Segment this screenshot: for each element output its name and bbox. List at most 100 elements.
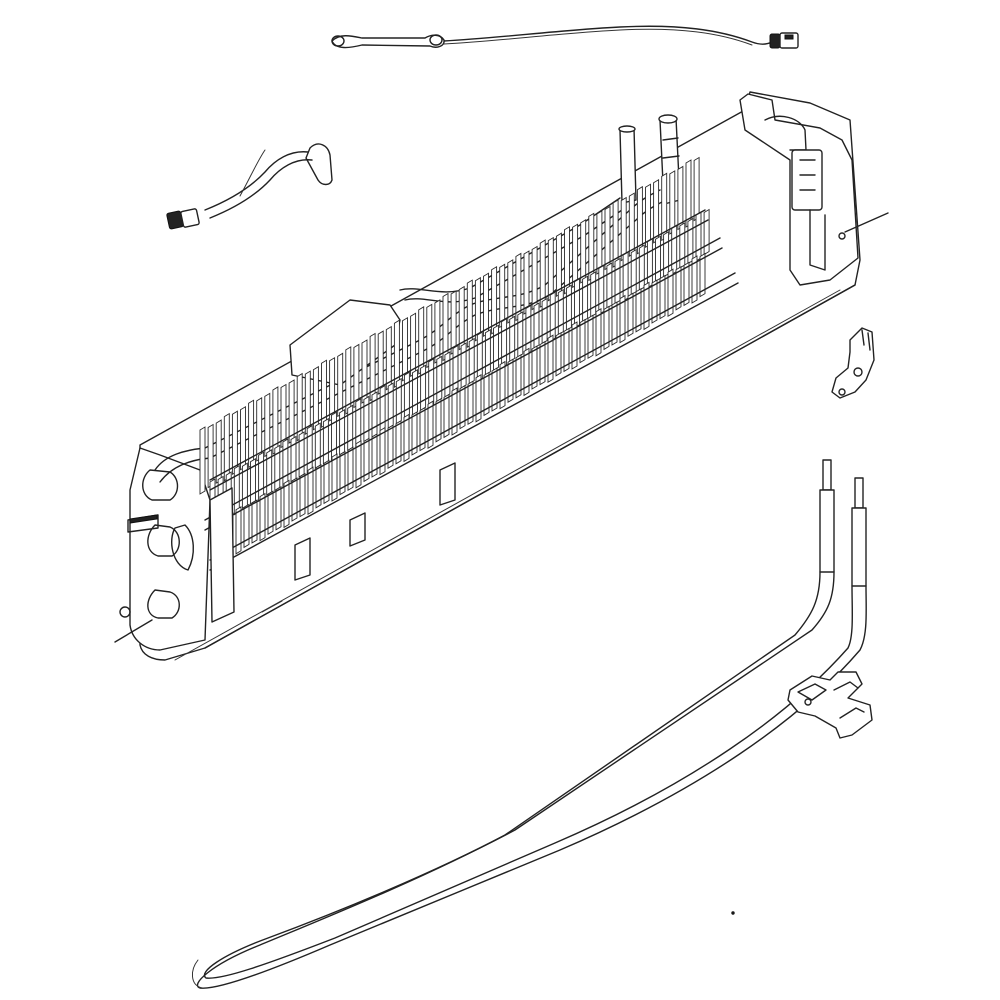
evaporator-fin [549,291,556,342]
evaporator-fin [259,492,266,542]
evaporator-fin [355,440,362,489]
evaporator-fin [620,196,627,262]
evaporator-fin [651,279,658,324]
evaporator-fin [450,290,457,355]
mounting-clip-small [831,327,875,399]
evaporator-fin [563,327,570,373]
evaporator-fin [638,244,645,291]
evaporator-fin [604,205,611,271]
evaporator-fin [402,316,408,382]
evaporator-fin [661,172,668,242]
evaporator-fin [619,294,626,344]
evaporator-fin [427,400,434,449]
evaporator-fin [655,235,661,283]
evaporator-fin [693,156,700,222]
evaporator-fin [596,210,603,275]
evaporator-fin [571,321,578,370]
sensor-wire-top [331,25,799,49]
evaporator-fin [458,285,465,351]
evaporator-fin [395,377,402,425]
evaporator-fin [264,392,271,458]
evaporator-fin [653,179,660,244]
evaporator-fin [675,266,682,311]
evaporator-fin [474,276,481,342]
evaporator-fin [515,354,522,399]
evaporator-fin [499,360,506,410]
evaporator-fin [509,315,516,363]
evaporator-fin [347,446,354,491]
evaporator-fin [363,437,370,483]
evaporator-fin [691,255,698,304]
evaporator-fin [282,438,289,489]
evaporator-fin [523,347,530,397]
evaporator-fin [579,318,586,364]
evaporator-fin [459,384,466,430]
evaporator-fin [428,358,435,409]
evaporator-fin [531,345,538,390]
evaporator-fin [426,303,433,369]
evaporator-fins [199,156,710,568]
evaporator-fin [555,232,562,297]
evaporator-fin [307,466,314,515]
evaporator-fin [525,304,532,356]
evaporator-fin [460,342,467,389]
evaporator-fin [347,404,354,452]
evaporator-fin [312,365,319,431]
evaporator-fin [547,334,554,383]
evaporator-fin [663,231,670,278]
evaporator-fin [323,459,330,505]
speck [731,911,735,915]
evaporator-fin [483,371,490,417]
evaporator-fin [436,355,443,403]
evaporator-fin [371,433,378,478]
evaporator-fin [580,219,587,284]
evaporator-fin [667,268,674,317]
evaporator-fin [646,237,653,289]
evaporator-fin [679,222,686,269]
heater-bracket [787,671,873,739]
evaporator-fin [630,248,637,296]
evaporator-fin [547,236,554,302]
evaporator-fin [403,371,410,422]
evaporator-fin [199,426,206,495]
evaporator-fin [379,426,386,476]
evaporator-fin [595,308,602,357]
evaporator-fin [283,479,290,529]
evaporator-fin [531,245,538,311]
evaporator-fin [671,224,678,276]
evaporator-fin [635,288,642,333]
evaporator-fin [493,324,499,372]
evaporator-fin [299,472,306,518]
evaporator-fin [235,506,242,555]
evaporator-fin [306,424,313,476]
evaporator-fin [572,223,579,289]
evaporator-fin [622,251,629,302]
evaporator-fin [410,312,417,378]
evaporator-fin [645,183,651,249]
evaporator-fin [419,406,426,452]
evaporator-fin [507,358,514,403]
evaporator-fin [533,302,540,349]
evaporator-fin [467,380,474,425]
evaporator-fin [541,297,548,345]
evaporator-fin [483,272,489,338]
evaporator-fin [329,357,336,422]
evaporator-fin [627,292,634,337]
evaporator-fin [612,199,619,268]
evaporator-fin [451,387,458,436]
evaporator-fin [677,165,684,231]
evaporator-fin [275,486,282,531]
evaporator-fin [251,499,258,544]
evaporator-fin [523,250,530,315]
evaporator-fin [233,464,240,516]
evaporator-fin [590,271,597,318]
evaporator-fin [339,450,346,496]
evaporator-fin [363,395,370,443]
evaporator-fin [353,343,360,409]
evaporator-fin [499,263,506,329]
evaporator-fin [565,284,572,331]
evaporator-fin [614,257,621,305]
evaporator-fin [403,413,410,463]
evaporator-fin [468,337,475,385]
